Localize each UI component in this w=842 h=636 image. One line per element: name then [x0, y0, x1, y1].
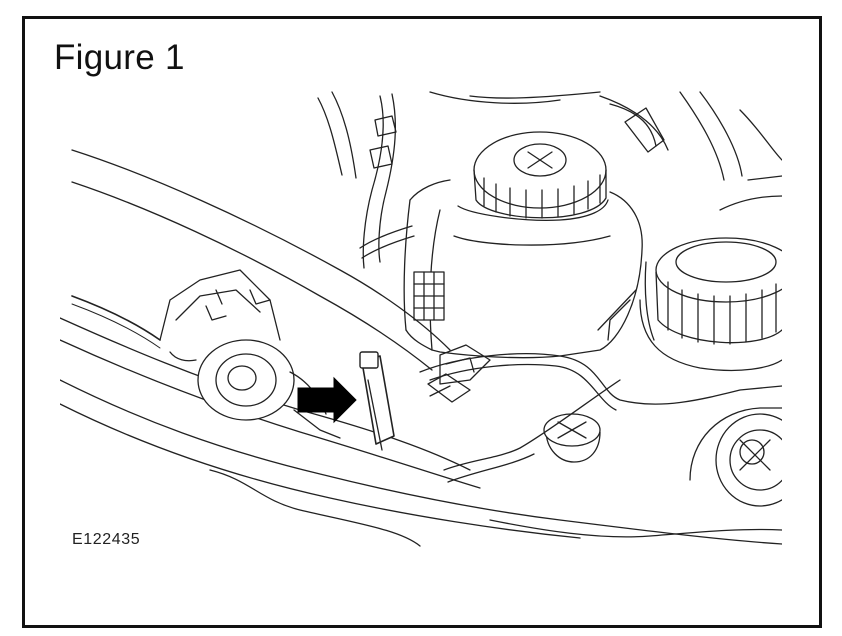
cross-member — [60, 149, 782, 547]
arrow-right-icon — [297, 376, 357, 424]
expansion-tank — [403, 179, 643, 359]
right-reservoir — [639, 237, 782, 372]
figure-title: Figure 1 — [54, 38, 185, 77]
retaining-clip — [427, 373, 471, 403]
tank-bracket — [419, 289, 782, 483]
background-hoses — [317, 91, 782, 269]
figure-frame — [22, 16, 822, 628]
expansion-tank-cap — [473, 131, 607, 219]
reference-code: E122435 — [72, 531, 141, 548]
bleed-plug — [543, 413, 601, 463]
target-rod — [359, 351, 395, 451]
lower-right-cap — [689, 407, 782, 507]
wire — [71, 295, 161, 349]
left-mount — [159, 269, 341, 439]
